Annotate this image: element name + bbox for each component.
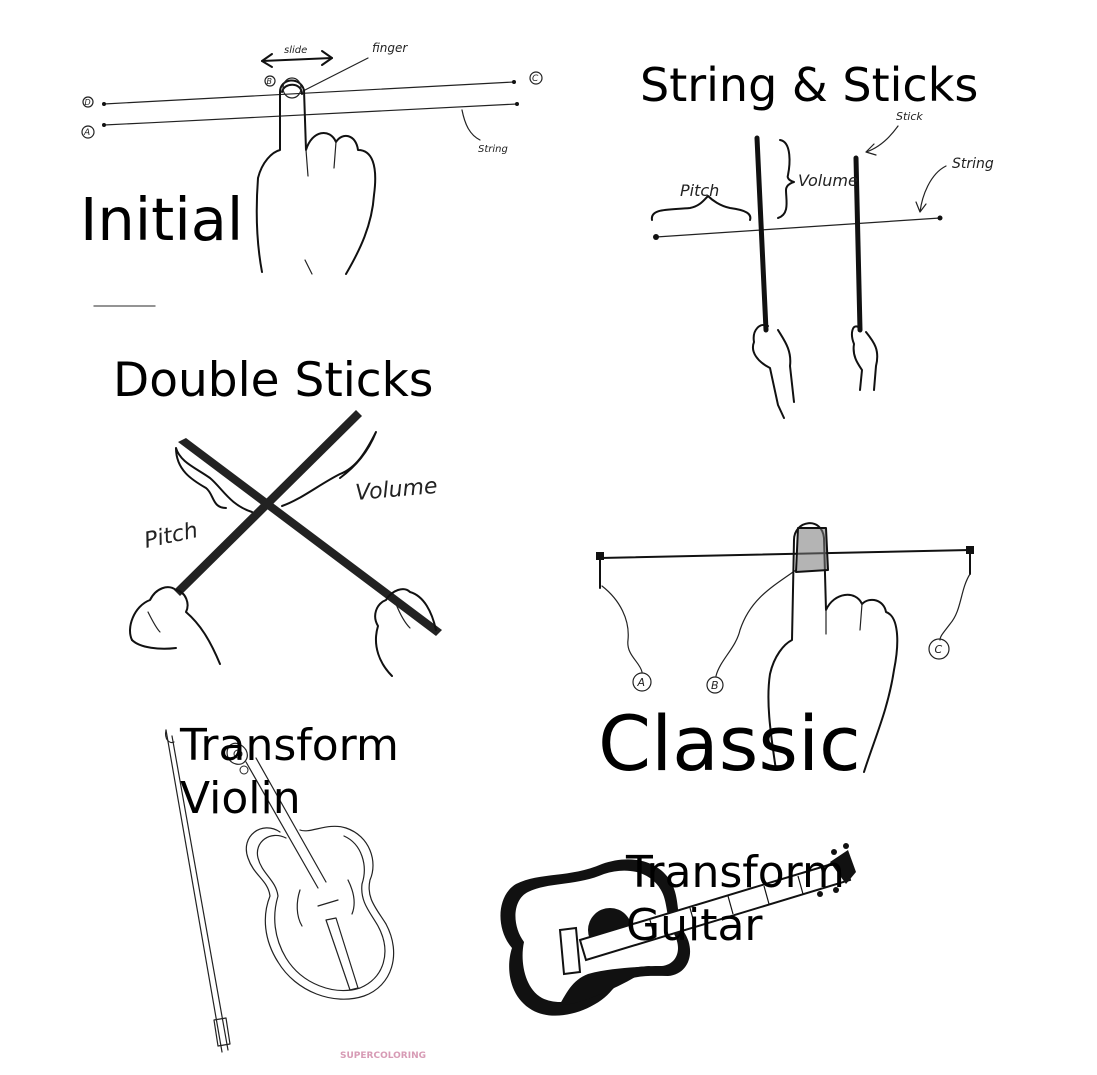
volume-brace — [777, 139, 795, 219]
double-volume-brace — [281, 431, 377, 507]
initial-note-finger: finger — [372, 41, 408, 55]
panel-string-sticks: String & Sticks Pitch Volume Stick Strin… — [640, 58, 994, 419]
classic-label-b: B — [711, 679, 719, 692]
stick-left-icon — [754, 135, 769, 333]
slide-arrow-icon — [261, 50, 333, 68]
classic-wires — [601, 569, 971, 677]
panel-initial: D A B C slide finger String Initial — [80, 41, 543, 307]
string-sticks-note-pitch: Pitch — [680, 181, 719, 200]
panel-classic: A B C Classic — [596, 522, 974, 788]
double-pitch-brace — [175, 447, 253, 513]
string-sticks-note-volume: Volume — [798, 171, 858, 190]
initial-hand-icon — [255, 77, 377, 275]
pitch-brace — [650, 195, 752, 221]
panel-transform-violin: Transform Violin SUPERCOLORING — [165, 720, 426, 1061]
initial-title: Initial — [80, 185, 243, 254]
guitar-icon — [500, 843, 856, 1016]
stick-right-icon — [853, 155, 863, 333]
initial-label-c: C — [532, 74, 539, 84]
initial-node-labels: D A B C — [81, 71, 543, 139]
string-sticks-title: String & Sticks — [640, 58, 978, 112]
classic-title: Classic — [598, 699, 861, 788]
double-sticks-note-pitch: Pitch — [142, 518, 200, 554]
string-sticks-note-string: String — [952, 156, 994, 172]
string-sticks-hands-icon — [752, 324, 879, 419]
panel-double-sticks: Double Sticks Pitch Volume — [113, 353, 442, 677]
double-sticks-hands-icon — [129, 586, 437, 677]
transform-violin-title-line1: Transform — [179, 720, 399, 771]
initial-label-b: B — [267, 77, 273, 86]
violin-bow-icon — [165, 729, 231, 1053]
double-sticks-title: Double Sticks — [113, 353, 433, 408]
violin-icon — [226, 742, 395, 1000]
initial-note-slide: slide — [284, 45, 307, 56]
string-sticks-note-stick: Stick — [896, 110, 923, 123]
initial-label-d: D — [85, 98, 91, 107]
classic-label-a: A — [637, 676, 646, 689]
transform-guitar-title-line1: Transform — [625, 847, 845, 898]
watermark: SUPERCOLORING — [340, 1051, 426, 1061]
initial-strings — [102, 80, 519, 127]
crossed-sticks-icon — [174, 410, 442, 636]
transform-violin-title-line2: Violin — [180, 773, 301, 824]
panel-transform-guitar: Transform Guitar — [500, 843, 856, 1016]
transform-guitar-title-line2: Guitar — [626, 900, 763, 951]
classic-label-c: C — [935, 643, 943, 656]
initial-note-string: String — [478, 144, 508, 155]
double-sticks-note-volume: Volume — [354, 474, 438, 506]
initial-label-a: A — [83, 128, 90, 138]
classic-nodes: A B C — [632, 638, 950, 694]
classic-hand-icon — [767, 522, 899, 773]
